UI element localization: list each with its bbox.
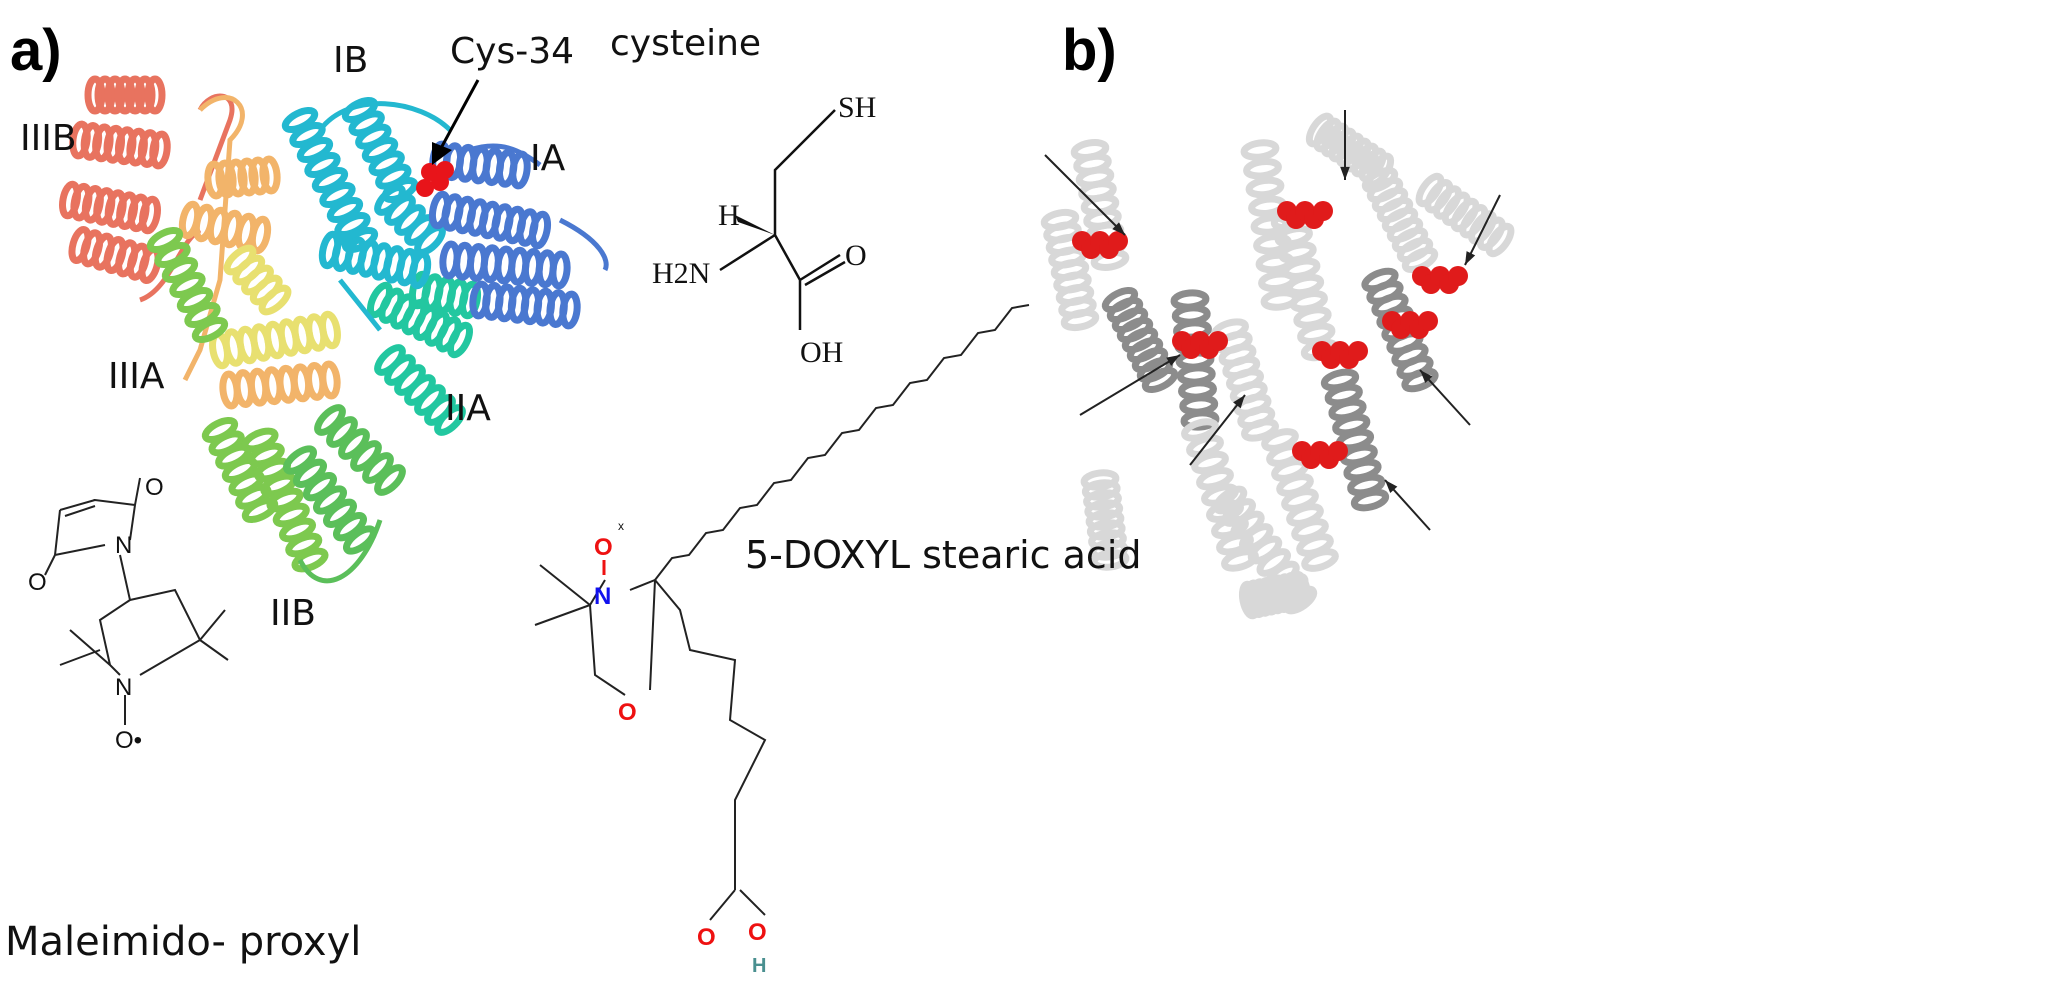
binding-site: [1277, 201, 1333, 229]
cys-H2N: H2N: [652, 257, 710, 290]
site-arrow: [1384, 479, 1431, 531]
helix: [241, 427, 329, 573]
grey-helix: [1170, 289, 1220, 431]
helix: [219, 360, 341, 410]
cys-SH: SH: [838, 91, 876, 124]
helix: [341, 96, 419, 204]
panel-b-label: b): [1062, 18, 1117, 83]
albumin-binding-sites-structure: [1040, 110, 1515, 620]
doxyl-stearic-acid-structure: O x N O O O H 5-DOXYL stearic acid: [534, 304, 1142, 977]
site-arrow: [1419, 369, 1471, 426]
doxyl-O-carbonyl: O: [697, 924, 716, 951]
doxyl-O-radical: O: [594, 534, 613, 561]
binding-site: [1412, 266, 1468, 294]
loop: [297, 519, 383, 584]
doxyl-O-ring: O: [618, 699, 637, 726]
helix: [146, 226, 229, 344]
helix: [84, 75, 166, 115]
domain-IIIB-label: IIIB: [20, 118, 77, 159]
site-arrow: [1079, 354, 1181, 416]
mp-O-top: O: [145, 474, 164, 501]
domain-IIIA-label: IIIA: [108, 356, 165, 397]
cysteine-title: cysteine: [610, 23, 761, 64]
maleimido-proxyl-label: Maleimido- proxyl: [5, 919, 361, 965]
doxyl-O-hydroxyl: O: [748, 919, 767, 946]
cys-OH: OH: [800, 336, 843, 369]
doxyl-N: N: [594, 583, 611, 610]
helix: [439, 240, 571, 290]
albumin-ribbon-structure: [59, 75, 609, 584]
mp-N-ring: N: [115, 674, 132, 701]
helix: [68, 225, 162, 285]
domain-IIB-label: IIB: [270, 593, 316, 634]
panel-a-label: a): [10, 18, 62, 83]
cysteine-structure: cysteine SH H H2N O OH: [610, 23, 876, 369]
binding-site: [1172, 331, 1228, 359]
helix: [366, 281, 474, 359]
doxyl-label: 5-DOXYL stearic acid: [745, 533, 1142, 577]
helix: [469, 280, 581, 330]
helix: [201, 416, 279, 524]
helix: [408, 270, 482, 320]
site-arrow: [1340, 110, 1350, 180]
domain-IA-label: IA: [530, 138, 566, 179]
domain-IIA-label: IIA: [445, 388, 491, 429]
helix: [209, 310, 341, 370]
doxyl-H: H: [752, 955, 766, 977]
maleimido-proxyl-structure: O N O N O• Maleimido- proxyl: [5, 474, 361, 965]
helix: [428, 190, 552, 250]
cys-H: H: [718, 199, 740, 232]
helix: [204, 155, 281, 200]
cys-O: O: [845, 239, 867, 272]
loop: [469, 143, 609, 272]
helix: [69, 120, 171, 170]
mp-O-left: O: [28, 569, 47, 596]
mp-O-radical: O•: [115, 727, 142, 754]
binding-site: [1072, 231, 1128, 259]
binding-site: [1292, 441, 1348, 469]
site-arrow: [1464, 194, 1501, 266]
helix: [283, 445, 377, 555]
cys34-arrow: [432, 79, 480, 165]
grey-helix: [1415, 172, 1515, 258]
helix: [318, 230, 432, 290]
helix: [223, 244, 292, 316]
grey-helix: [1101, 286, 1179, 394]
helix: [178, 200, 272, 255]
helix: [374, 344, 466, 436]
cys34-residue: [416, 161, 454, 197]
binding-site: [1312, 341, 1368, 369]
grey-helix: [1080, 469, 1130, 571]
grey-helix: [1305, 112, 1395, 188]
helix: [59, 180, 161, 235]
loop: [318, 101, 452, 332]
grey-helix: [1320, 368, 1390, 512]
domain-IB-label: IB: [333, 40, 368, 81]
helix: [314, 404, 406, 496]
mp-N-imide: N: [115, 532, 132, 559]
cys34-label: Cys-34: [450, 31, 574, 72]
grey-helix: [1361, 166, 1439, 274]
doxyl-radical-mark: x: [618, 519, 624, 533]
grey-helix: [1212, 485, 1318, 615]
site-arrow: [1189, 394, 1246, 466]
site-arrow: [1044, 154, 1126, 236]
binding-site: [1382, 311, 1438, 339]
